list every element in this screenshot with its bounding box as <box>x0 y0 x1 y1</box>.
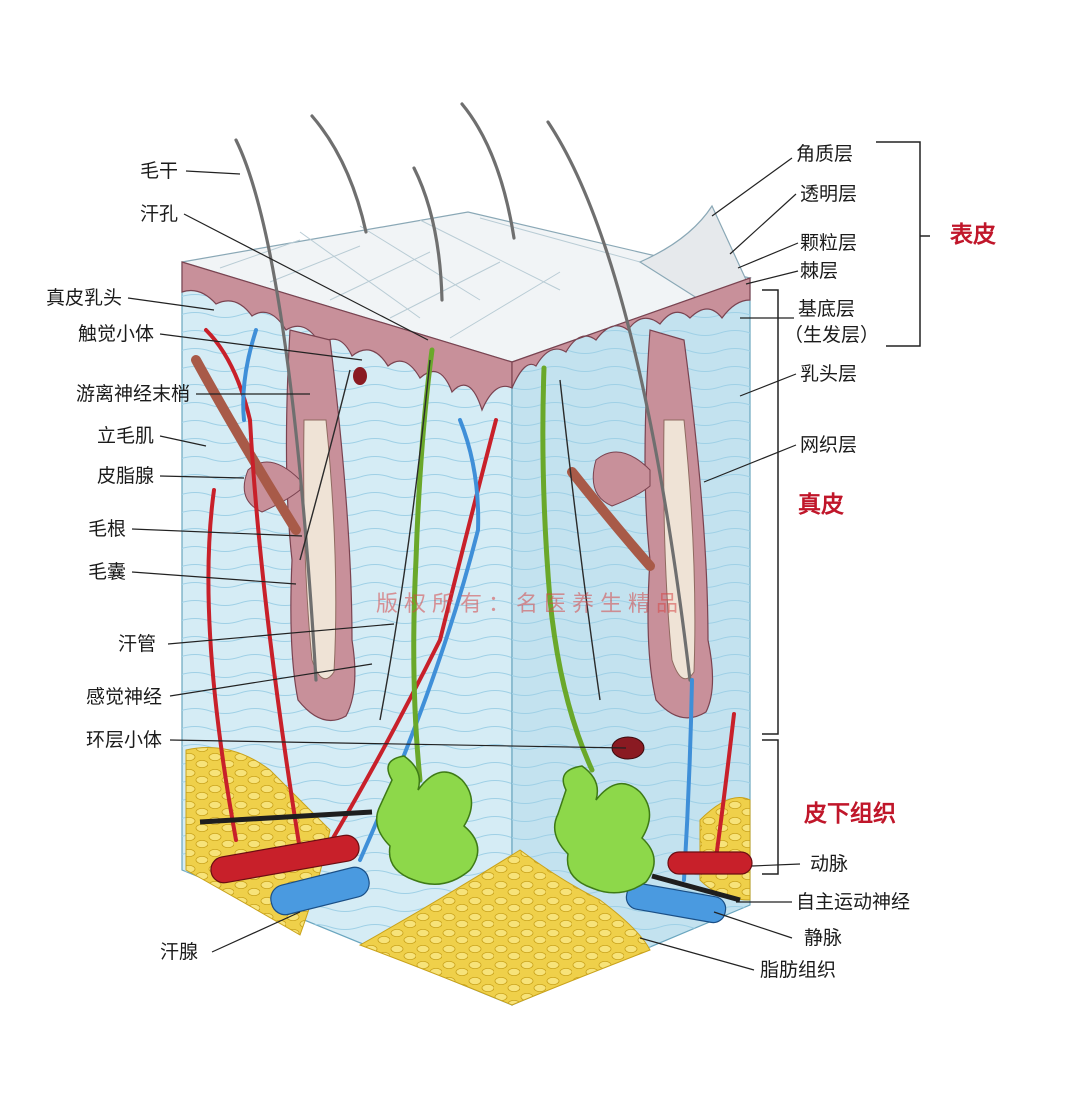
label-stratum-lucidum: 透明层 <box>800 183 858 205</box>
label-dermal-papilla: 真皮乳头 <box>45 287 122 309</box>
callout-lines <box>127 157 801 971</box>
vein-trunk-right <box>625 882 727 924</box>
autonomic-nerve-right <box>651 873 741 903</box>
label-arrector-pili: 立毛肌 <box>96 425 154 447</box>
label-vein: 静脉 <box>804 927 843 949</box>
label-hair-follicle: 毛囊 <box>87 561 126 583</box>
label-stratum-corneum: 角质层 <box>796 143 854 165</box>
label-artery: 动脉 <box>810 853 849 875</box>
label-autonomic-motor-nerve: 自主运动神经 <box>796 891 911 913</box>
label-stratum-basale: 基底层 <box>798 298 856 320</box>
sensory-nerves <box>299 359 601 721</box>
group-label-epidermis: 表皮 <box>950 222 996 248</box>
label-stratum-granulosum: 颗粒层 <box>800 232 858 254</box>
label-adipose-tissue: 脂肪组织 <box>760 959 837 981</box>
label-hair-root: 毛根 <box>87 518 126 540</box>
sweat-gland-right <box>553 765 655 894</box>
label-papillary-layer: 乳头层 <box>800 363 858 385</box>
label-sweat-gland: 汗腺 <box>159 941 198 963</box>
label-sebaceous-gland: 皮脂腺 <box>96 465 154 487</box>
watermark: 版权所有：名医养生精品 <box>376 592 685 617</box>
group-label-dermis: 真皮 <box>798 492 844 518</box>
label-sweat-pore: 汗孔 <box>139 203 178 225</box>
epidermis-layer-left <box>181 261 513 412</box>
label-stratum-spinosum: 棘层 <box>800 260 839 282</box>
artery-trunk-left <box>210 834 360 884</box>
label-reticular-layer: 网织层 <box>800 434 858 456</box>
vein-trunk-left <box>270 866 370 916</box>
label-sensory-nerve: 感觉神经 <box>85 686 162 708</box>
label-sweat-duct: 汗管 <box>117 633 156 655</box>
arteries <box>204 328 736 862</box>
arrector-pili-right <box>567 467 655 571</box>
hair-follicle-right <box>592 329 714 719</box>
label-tactile-corpuscle: 触觉小体 <box>77 323 154 345</box>
group-brackets <box>762 141 930 875</box>
label-germinative-layer: （生发层） <box>784 324 880 346</box>
artery-trunk-right <box>667 851 753 875</box>
group-label-subcutaneous: 皮下组织 <box>804 801 896 827</box>
arrector-pili-left <box>191 355 301 535</box>
epidermis-top-surface <box>181 204 753 363</box>
label-free-nerve-ending: 游离神经末梢 <box>75 383 190 405</box>
label-lamellated-corpuscle: 环层小体 <box>85 729 162 751</box>
tactile-corpuscle-left <box>353 367 367 385</box>
label-hair-shaft: 毛干 <box>139 160 178 182</box>
autonomic-nerve-left <box>199 809 373 825</box>
hair-shafts <box>234 102 692 682</box>
sweat-gland-left <box>375 755 479 885</box>
